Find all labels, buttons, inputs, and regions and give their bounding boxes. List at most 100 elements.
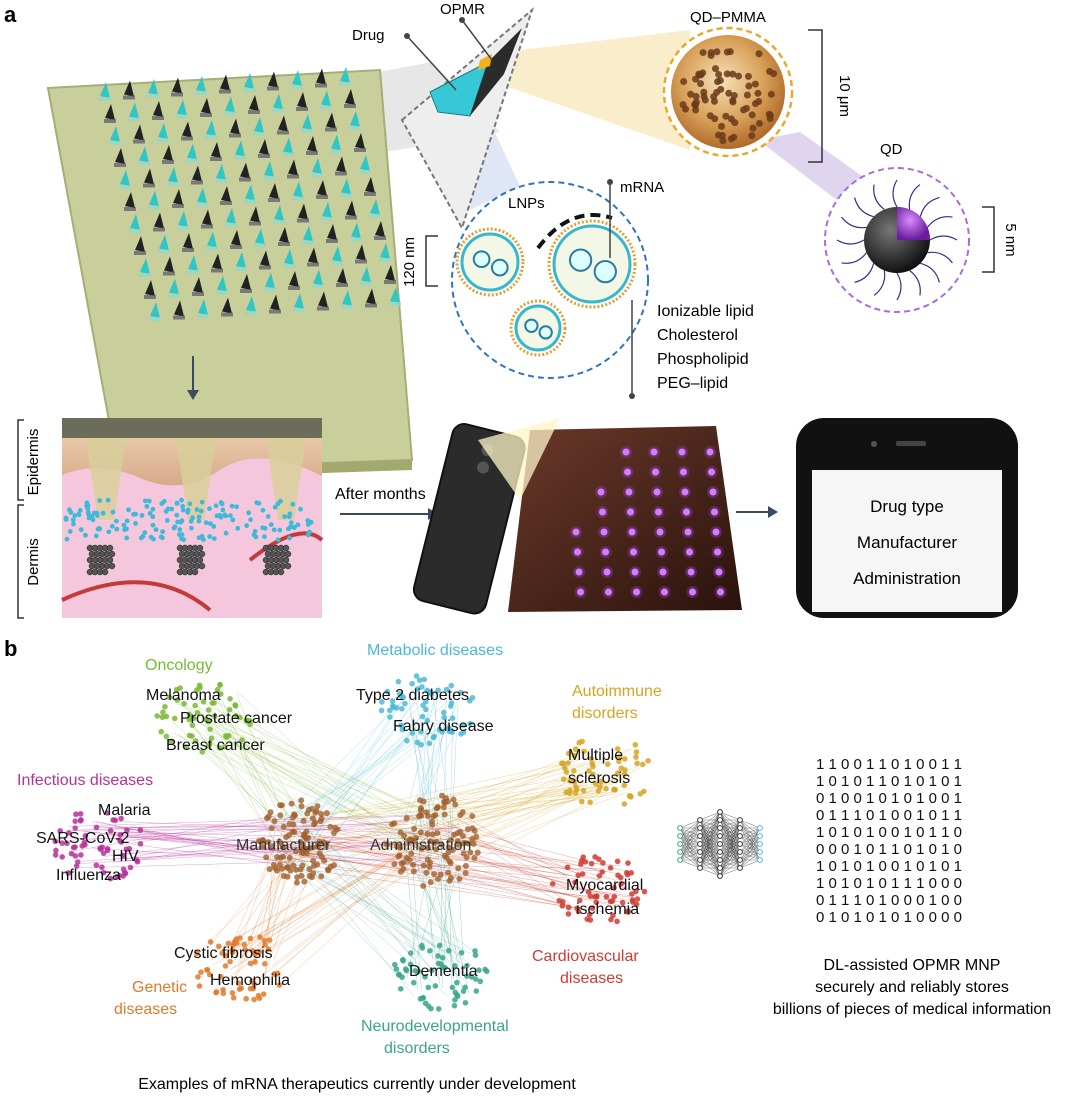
needle [360, 155, 370, 171]
glow-dot [650, 448, 658, 456]
needle [302, 114, 312, 130]
needle-base [224, 111, 236, 116]
hub-node [431, 871, 438, 878]
disease-node [407, 950, 414, 956]
disease-node [223, 952, 229, 959]
hub-node [287, 867, 294, 874]
network-edge [287, 713, 454, 822]
nn-edge [699, 811, 721, 837]
needle [230, 118, 240, 135]
needle-base [211, 268, 223, 273]
nn-edge [739, 827, 761, 869]
hub-node [434, 830, 441, 837]
drug-dot [174, 512, 180, 518]
network-edge [402, 861, 633, 908]
disease-node [565, 760, 571, 766]
hub-node [420, 882, 427, 889]
needle [269, 183, 279, 199]
drug-dot [194, 507, 200, 512]
qd-dot [740, 106, 748, 114]
disease-node [257, 934, 263, 940]
nn-node [697, 849, 703, 855]
needle-base [138, 161, 150, 166]
hub-node [429, 818, 436, 825]
drug-dot [188, 518, 194, 524]
ligand [854, 263, 875, 284]
nn-node [677, 833, 683, 839]
drug-dot [218, 514, 224, 520]
network-edge [236, 871, 320, 964]
drug-dot [163, 508, 169, 514]
needle [292, 70, 302, 86]
hub-node [408, 850, 415, 857]
lnp-mrna [472, 250, 491, 269]
disease-node [403, 737, 410, 744]
network-edge [407, 722, 460, 832]
qd-dot [697, 80, 705, 88]
down-arrow-head [187, 390, 199, 400]
disease-node [233, 713, 239, 719]
disease-node [72, 825, 78, 831]
drug-dot [142, 530, 148, 536]
nn-node [677, 841, 683, 847]
nn-node [697, 825, 703, 831]
disease-malaria: Malaria [98, 802, 151, 819]
disease-node [112, 817, 119, 824]
ligand [927, 216, 953, 228]
network-edge [448, 815, 578, 874]
needle [241, 274, 251, 290]
qd-dot [707, 49, 715, 57]
nn-edge [719, 859, 741, 877]
needle [163, 145, 173, 161]
disease-node [581, 748, 587, 755]
network-edge [295, 700, 402, 867]
ligand [908, 184, 921, 210]
disease-node [446, 725, 452, 731]
drug-dot [262, 534, 267, 539]
disease-node [421, 676, 428, 683]
disease-node [469, 695, 476, 701]
disease-node [416, 677, 423, 684]
nn-edge [719, 851, 741, 877]
nn-edge [739, 827, 761, 837]
drug-dot [287, 535, 292, 541]
hub-node [325, 867, 332, 874]
disease-node [458, 689, 464, 696]
needle-base [139, 273, 151, 277]
disease-node [618, 881, 624, 887]
disease-node [464, 973, 470, 979]
drug-dot [100, 510, 106, 516]
needle-base [158, 249, 170, 254]
nn-node [717, 849, 723, 855]
drug-dot [110, 509, 116, 515]
glow-dot [628, 528, 636, 536]
disease-node [396, 691, 403, 697]
ligand [896, 272, 902, 301]
network-edge [130, 825, 300, 866]
needle-base [335, 171, 347, 176]
nn-node [697, 841, 703, 847]
scale-bar-120nm [425, 235, 438, 287]
drug-dot [114, 518, 119, 524]
drug-dot [180, 507, 186, 513]
network-edge [190, 742, 272, 814]
nn-edge [679, 827, 701, 861]
disease-node [608, 916, 614, 923]
network-edge [192, 718, 407, 849]
disease-node [399, 974, 405, 980]
qd-dot [751, 100, 759, 108]
needle-base [344, 104, 356, 108]
network-edge [210, 730, 457, 856]
drug-dot [86, 515, 92, 521]
disease-fabry: Fabry disease [393, 718, 494, 735]
drug-dot [211, 536, 217, 541]
qd-label: QD [880, 141, 903, 158]
needle [129, 102, 139, 119]
needle-base [196, 202, 208, 207]
network-edge [278, 848, 444, 952]
needle [317, 180, 327, 196]
nn-node [737, 825, 743, 831]
phone-camera [871, 441, 877, 447]
disease-node [77, 818, 84, 824]
nn-edge [739, 835, 761, 869]
